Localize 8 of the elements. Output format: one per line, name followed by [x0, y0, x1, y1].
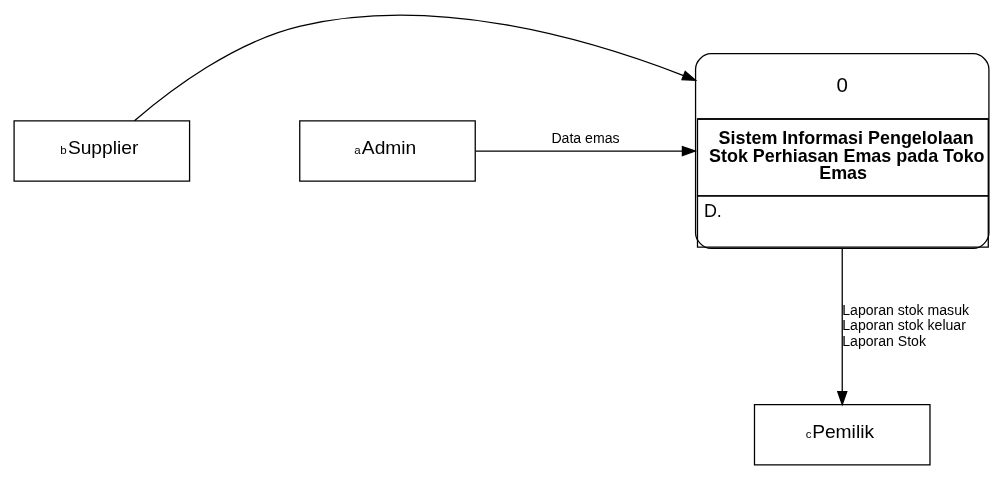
node-box: cPemilik	[753, 403, 931, 465]
arrow	[836, 247, 848, 406]
node-box: aAdmin	[299, 119, 476, 182]
arrow	[133, 14, 698, 121]
edge-label: Laporan stok masuk Laporan stok keluar Laporan Stok	[842, 301, 970, 348]
edge-label: Data emas	[551, 129, 620, 146]
arrow	[475, 145, 698, 156]
node-box: b Supplier	[13, 119, 191, 182]
